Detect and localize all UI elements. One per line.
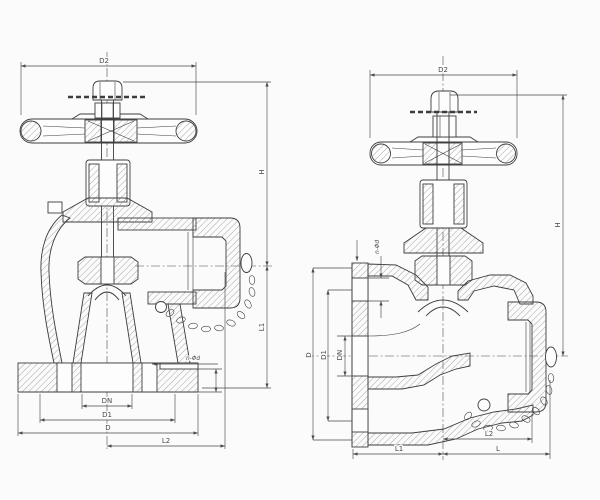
right-dim-diameters: D D1 DN [304, 267, 358, 441]
left-dim-label-l2: L2 [162, 437, 170, 445]
left-bonnet [47, 159, 153, 223]
left-valve-view: D2 H L1 DN D1 D L2 [17, 52, 273, 449]
left-dim-label-h: H [258, 169, 266, 174]
right-chain [464, 373, 555, 432]
left-flange [17, 362, 199, 393]
right-union-nut [414, 255, 473, 317]
right-outlet-cap [507, 301, 557, 413]
right-dim-label-dn: DN [336, 350, 344, 361]
right-cap-knob [545, 346, 557, 368]
right-dim-bolt-holes: n-Φd [355, 239, 389, 318]
right-dim-bottom: L2 L1 L [352, 380, 551, 459]
right-handwheel [369, 136, 518, 166]
right-flange [351, 262, 369, 448]
right-dim-label-d: D [305, 352, 313, 357]
right-chain-boss [477, 398, 491, 412]
left-dim-label-bolt: n-Φd [186, 356, 200, 362]
left-chain-boss [155, 301, 167, 313]
right-bonnet [403, 179, 484, 254]
left-dim-label-dn: DN [102, 397, 113, 405]
right-dim-label-bolt: n-Φd [375, 240, 381, 254]
right-dim-label-h: H [554, 222, 562, 227]
left-stem-nut [68, 80, 148, 119]
left-outlet-cap [192, 217, 253, 309]
left-dim-label-d2: D2 [99, 57, 109, 65]
left-dim-label-l1: L1 [258, 323, 266, 331]
right-dim-h: H [450, 94, 567, 356]
right-dim-d2: D2 [369, 65, 518, 138]
left-chain [155, 275, 256, 333]
right-dim-label-l1: L1 [395, 445, 403, 453]
right-body [367, 263, 534, 446]
left-dim-bolt-holes: n-Φd [152, 355, 222, 393]
right-dim-label-l: L [496, 445, 500, 453]
right-dim-label-d1: D1 [320, 350, 328, 360]
left-dim-bottom: DN D1 D L2 [17, 272, 226, 449]
left-dim-d2: D2 [20, 56, 197, 115]
left-dim-label-d: D [105, 424, 110, 432]
left-union-nut [77, 256, 139, 301]
right-valve-view: D2 H n-Φd D D1 [304, 56, 568, 460]
right-dim-label-l2: L2 [485, 430, 493, 438]
left-dim-label-d1: D1 [102, 411, 112, 419]
left-cap-knob [240, 253, 253, 273]
right-dim-label-d2: D2 [438, 66, 448, 74]
left-dim-h-l1: H L1 [123, 81, 271, 389]
right-stem-nut [410, 90, 477, 138]
